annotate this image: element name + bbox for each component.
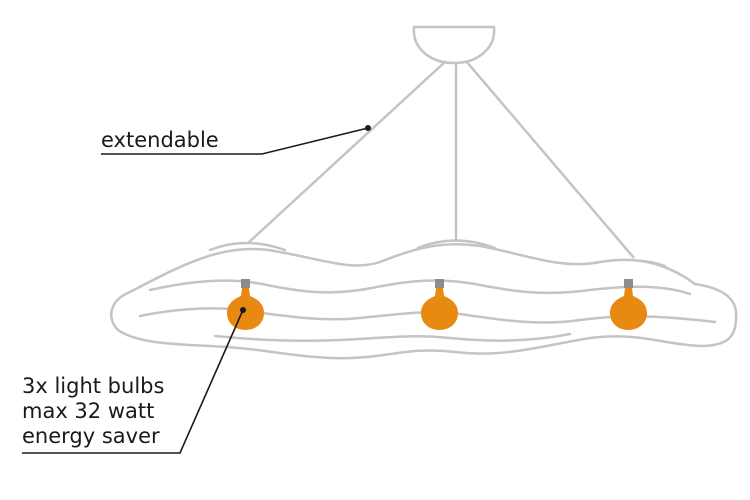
bulb-socket [435, 279, 444, 288]
light-bulb-icon [421, 279, 458, 330]
leader-dot-extendable [365, 125, 371, 131]
leader-lines [22, 125, 371, 454]
wire-right [465, 60, 635, 259]
shade-inner-line-upper [148, 279, 692, 296]
bulb-glass [610, 288, 647, 330]
shade-inner-line-lower [213, 332, 572, 343]
ceiling-canopy [412, 25, 496, 65]
leader-dot-bulbs [240, 307, 246, 313]
shade-outer-outline [110, 242, 738, 360]
light-bulb-icon [610, 279, 647, 330]
lamp-shade [110, 239, 738, 360]
leader-line-extendable [101, 127, 369, 155]
label-extendable: extendable [101, 128, 219, 152]
bulb-glass [421, 288, 458, 330]
leader-line-bulbs [22, 309, 244, 454]
shade-top-cap-left [208, 241, 287, 252]
wire-left [246, 60, 447, 245]
label-bulbs-line2: max 32 watt [22, 399, 154, 423]
bulb-socket [624, 279, 633, 288]
suspension-wires [246, 60, 635, 259]
label-bulbs-line1: 3x light bulbs [22, 374, 164, 398]
bulb-socket [241, 279, 250, 288]
label-bulbs-line3: energy saver [22, 424, 160, 448]
